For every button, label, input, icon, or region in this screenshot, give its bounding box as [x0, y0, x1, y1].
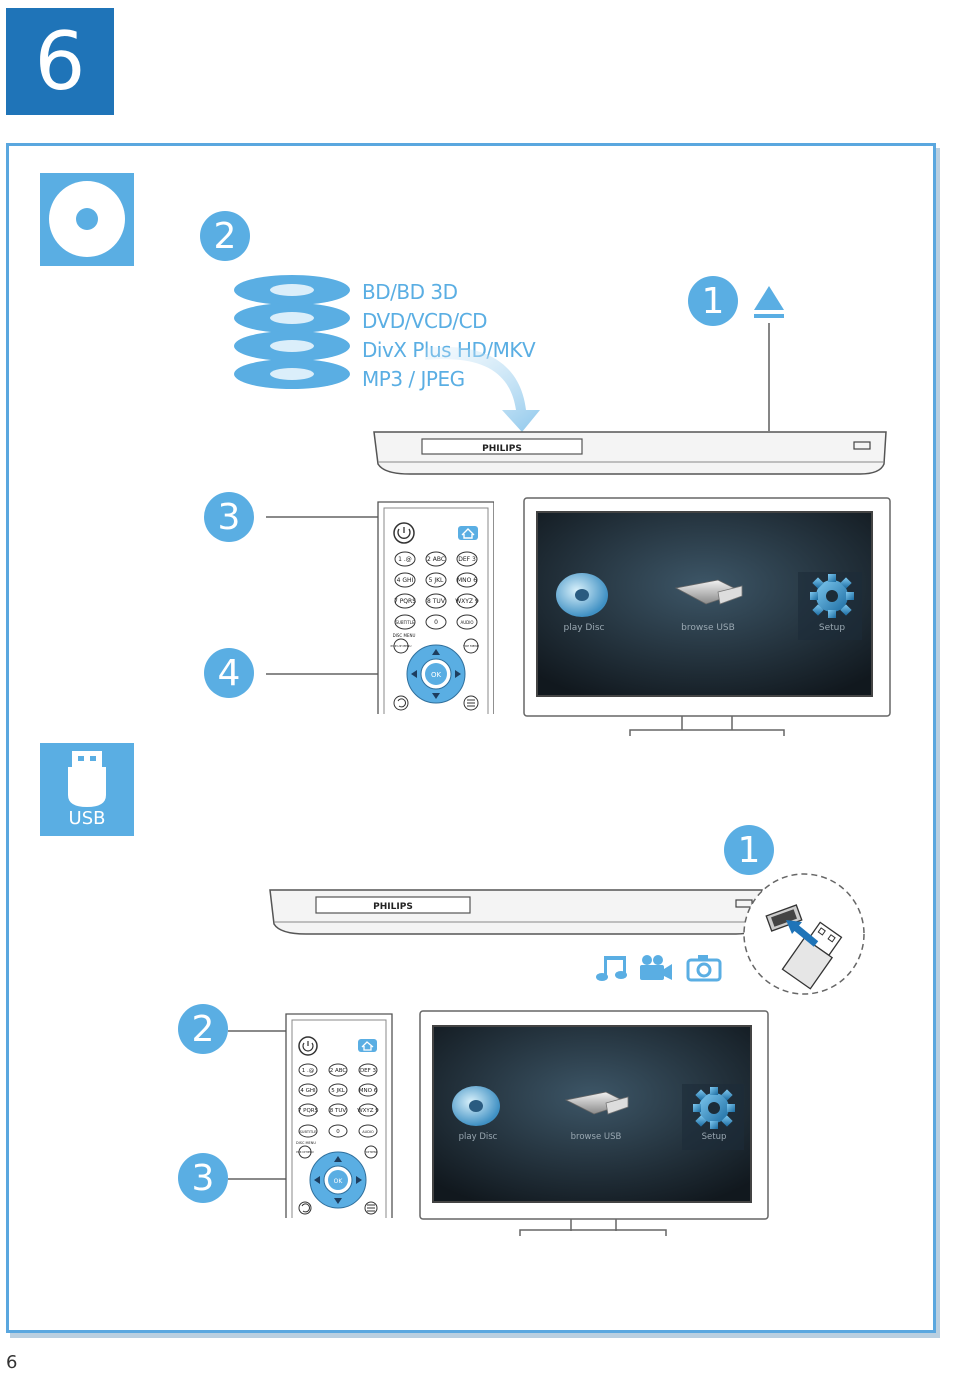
disc-badge-icon — [40, 173, 134, 266]
popup-menu-key-usb[interactable]: POP-UP MENU — [296, 1150, 314, 1154]
play-disc-menu-item-usb[interactable]: play Disc — [452, 1086, 500, 1142]
key-7[interactable]: 7 PQRS — [394, 598, 416, 605]
key-3[interactable]: DEF 3 — [458, 556, 476, 563]
step-1-connect-badge: 1 — [724, 825, 774, 875]
key-5[interactable]: 5 JKL — [429, 577, 444, 584]
back-button-usb[interactable] — [298, 1201, 312, 1215]
key-8-usb[interactable]: 8 TUV — [330, 1108, 347, 1114]
subtitle-key[interactable]: SUBTITLE — [395, 620, 415, 625]
disc-menu-label: DISC MENU — [393, 633, 416, 638]
music-icon — [596, 956, 627, 981]
page-number: 6 — [6, 1352, 18, 1373]
disc-type-bd: BD/BD 3D — [362, 280, 458, 304]
browse-usb-menu-item[interactable]: browse USB — [674, 579, 744, 633]
key-5-usb[interactable]: 5 JKL — [331, 1088, 345, 1094]
media-type-icons — [596, 955, 722, 982]
player-brand-label: PHILIPS — [482, 444, 522, 454]
key-1-usb[interactable]: 1 .@ — [302, 1068, 315, 1074]
popup-menu-key[interactable]: POP-UP MENU — [391, 644, 412, 648]
top-menu-key-usb[interactable]: TOP MENU — [364, 1150, 377, 1154]
setup-menu-item[interactable]: Setup — [798, 572, 862, 640]
content-frame — [6, 143, 936, 1333]
tv-screen-usb: play Disc browse USB Setup — [419, 1010, 769, 1236]
usb-badge-label: USB — [68, 808, 106, 829]
key-7-usb[interactable]: 7 PQRS — [298, 1108, 319, 1114]
blu-ray-player-usb: PHILIPS — [269, 889, 763, 935]
step-3-home-badge: 3 — [204, 492, 254, 542]
options-button-usb[interactable] — [364, 1201, 378, 1215]
key-2[interactable]: 2 ABC — [427, 556, 445, 563]
options-button[interactable] — [463, 695, 479, 711]
ok-button[interactable]: OK — [431, 671, 442, 679]
step-4-navigate-badge: 4 — [204, 648, 254, 698]
audio-key-usb[interactable]: AUDIO — [362, 1130, 374, 1134]
usb-badge-icon — [40, 743, 134, 836]
photo-camera-icon — [686, 955, 722, 982]
play-disc-menu-item[interactable]: play Disc — [556, 573, 608, 633]
key-2-usb[interactable]: 2 ABC — [330, 1068, 347, 1074]
svg-text:play Disc: play Disc — [459, 1132, 498, 1142]
key-0-usb[interactable]: 0 — [336, 1129, 340, 1135]
disc-type-mp3: MP3 / JPEG — [362, 367, 465, 391]
disc-type-dvd: DVD/VCD/CD — [362, 309, 488, 333]
power-button-usb[interactable] — [298, 1036, 318, 1056]
svg-text:Setup: Setup — [819, 623, 845, 633]
key-9[interactable]: WXYZ 9 — [455, 598, 479, 605]
setup-menu-item-usb[interactable]: Setup — [682, 1084, 744, 1150]
key-0[interactable]: 0 — [434, 619, 438, 626]
key-6-usb[interactable]: MNO 6 — [359, 1088, 378, 1094]
step-number: 6 — [34, 15, 86, 108]
video-camera-icon — [640, 955, 672, 980]
player-brand-label-usb: PHILIPS — [373, 902, 413, 912]
disc-menu-label-usb: DISC MENU — [296, 1141, 316, 1145]
key-9-usb[interactable]: WXYZ 9 — [357, 1108, 379, 1114]
eject-icon — [754, 286, 784, 431]
subtitle-key-usb[interactable]: SUBTITLE — [300, 1130, 317, 1134]
power-button[interactable] — [393, 522, 415, 544]
ok-button-usb[interactable]: OK — [334, 1178, 344, 1185]
step-number-box: 6 — [6, 8, 114, 115]
blu-ray-player: PHILIPS — [373, 431, 887, 475]
browse-usb-menu-item-usb[interactable]: browse USB — [564, 1091, 630, 1142]
svg-text:play Disc: play Disc — [564, 623, 605, 633]
remote-control: 1 .@ 2 ABC DEF 3 4 GHI 5 JKL MNO 6 7 PQR… — [266, 501, 494, 714]
key-1[interactable]: 1 .@ — [398, 556, 412, 563]
insert-arrow-icon — [425, 346, 540, 432]
home-button-usb[interactable] — [358, 1039, 377, 1052]
disc-stack-icon — [234, 275, 350, 389]
home-button[interactable] — [458, 526, 478, 540]
key-8[interactable]: 8 TUV — [427, 598, 446, 605]
remote-control-usb: 1 .@ 2 ABC DEF 3 4 GHI 5 JKL MNO 6 7 PQR… — [228, 1013, 393, 1218]
step-2-home-badge-usb: 2 — [178, 1004, 228, 1054]
tv-screen: play Disc browse USB Setup — [523, 497, 891, 736]
step-2-badge: 2 — [200, 211, 250, 261]
key-4[interactable]: 4 GHI — [397, 577, 414, 584]
usb-connect-callout — [743, 873, 865, 995]
top-menu-key[interactable]: TOP MENU — [462, 644, 479, 648]
back-button[interactable] — [393, 695, 409, 711]
key-4-usb[interactable]: 4 GHI — [300, 1088, 316, 1094]
svg-text:Setup: Setup — [702, 1132, 727, 1142]
audio-key[interactable]: AUDIO — [460, 620, 473, 625]
step-3-navigate-badge-usb: 3 — [178, 1153, 228, 1203]
svg-text:browse USB: browse USB — [681, 623, 735, 633]
svg-text:browse USB: browse USB — [571, 1132, 622, 1142]
key-3-usb[interactable]: DEF 3 — [360, 1068, 377, 1074]
step-1-eject-badge: 1 — [688, 276, 738, 326]
key-6[interactable]: MNO 6 — [457, 577, 477, 584]
